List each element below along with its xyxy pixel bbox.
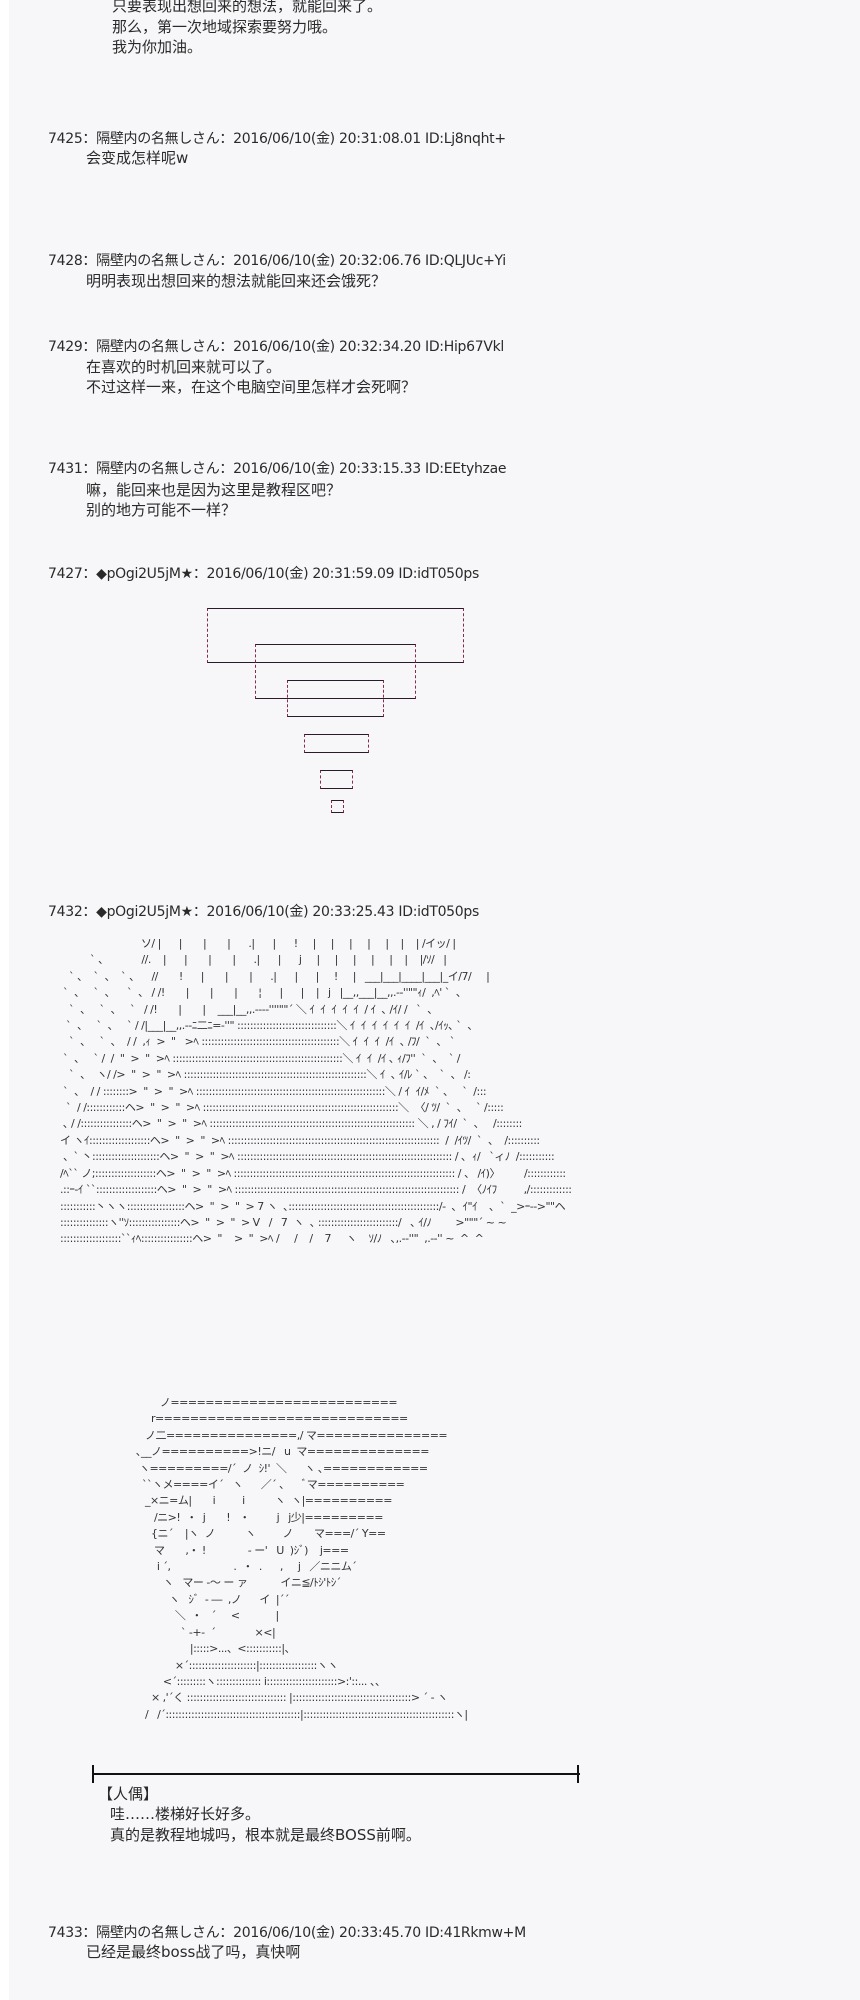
post-header: 7433：隔壁内の名無しさん：2016/06/10(金) 20:33:45.70… (48, 1925, 526, 1941)
ascii-art-line: ` 、 ` 、 ` 、 // ! | | | .| | | ! | ___|__… (60, 969, 490, 983)
ascii-art-line: i ´, . ・ . , j ／ニニム´ (100, 1560, 357, 1574)
ascii-art-line: :::::::::::::::::::``ｨﾍ::::::::::::::::ヘ… (60, 1232, 484, 1246)
stair-box (287, 680, 384, 717)
ascii-art-line: ヽ ｼﾞ - ― ,ノ イ |´´ (100, 1592, 290, 1606)
ascii-art-line: |:::::>...、<:::::::::::|、 (100, 1642, 296, 1656)
post-body-line: 不过这样一来，在这个电脑空间里怎样才会死啊？ (86, 378, 417, 396)
ascii-art-line: / /´::::::::::::::::::::::::::::::::::::… (100, 1707, 468, 1721)
divider-tick (577, 1765, 579, 1783)
speaker-label: 【人偶】 (98, 1785, 159, 1803)
post-body-line: 在喜欢的时机回来就可以了。 (86, 358, 282, 376)
ascii-art-line: ` 、 //. | | | | .| | j | | | | | | |/ｿ/ … (60, 953, 447, 967)
ascii-art-line: :::::::::::丶ヽヽ::::::::::::::::::ヘ> " > "… (60, 1199, 566, 1213)
ascii-art-line: ノ========================== (100, 1396, 398, 1409)
caption-line: 真的是教程地城吗，根本就是最终BOSS前啊。 (110, 1826, 421, 1844)
ascii-art-line: イ ヽｲ:::::::::::::::::::ヘ> " > " >ﾍ :::::… (60, 1133, 540, 1147)
ascii-art-line: ヽ=========/´ ノ ｼ!' ＼ ヽ ､============ (100, 1461, 428, 1475)
ascii-art-line: ` 、 ` 、 ` 、 / /! | | | ¦ | | | j |__,,__… (60, 986, 467, 1000)
ascii-art-line: <´:::::::::ヽ:::::::::::::: i::::::::::::… (100, 1674, 386, 1688)
ascii-art-line: ` 、 ` 、 / / ,ｨ > " >ﾍ ::::::::::::::::::… (60, 1035, 455, 1049)
ascii-art-stairs-scene: ソ/ | | | | .| | ! | | | | | | | /イッ/ | `… (60, 936, 572, 1248)
divider-tick (92, 1765, 94, 1783)
ascii-art-line: ``ヽメ====イ´ ヽ ／´ ､ ﾞマ========== (100, 1478, 405, 1492)
post-header: 7428：隔壁内の名無しさん：2016/06/10(金) 20:32:06.76… (48, 253, 506, 269)
ascii-art-line: × ,'´く ::::::::::::::::::::::::::::::: |… (100, 1691, 448, 1705)
stair-box (304, 734, 369, 753)
post-body-line: 已经是最终boss战了吗，真快啊 (86, 1943, 301, 1961)
stair-box (207, 608, 464, 663)
ascii-art-doll: ノ========================== r===========… (100, 1395, 468, 1723)
ascii-art-line: 、` 丶:::::::::::::::::::::ヘ> " > " >ﾍ :::… (60, 1150, 555, 1164)
stair-box (331, 800, 344, 813)
post-body-line: 那么，第一次地域探索要努力哦。 (112, 18, 338, 36)
ascii-art-line: ` 、 ` / / " > " >ﾍ :::::::::::::::::::::… (60, 1051, 460, 1065)
ascii-art-line: マ ,・ ! ‐ ー' U )ｼﾞ) j=== (100, 1543, 349, 1557)
ascii-art-line: /ﾍ`` ノ;:::::::::::::::::::ヘ> " > " >ﾍ ::… (60, 1166, 566, 1180)
ascii-art-line: ､__ノ==========>!ニ/ u マ============== (100, 1445, 429, 1459)
ascii-art-line: :::::::::::::::ヽ''ｿ::::::::::::::::ヘ> " … (60, 1215, 507, 1229)
ascii-art-line: _×ニ=ム| i i ヽ ヽ|========== (100, 1494, 393, 1508)
ascii-art-line: /ニ>! ・ j ! ・ j j少|========= (100, 1510, 383, 1524)
ascii-art-line: ､ / /::::::::::::::::ヘ> " > " >ﾍ :::::::… (60, 1117, 522, 1131)
stair-box (255, 644, 416, 699)
ascii-art-line: ×´:::::::::::::::::::::|::::::::::::::::… (100, 1658, 338, 1672)
ascii-art-line: r============================= (100, 1412, 408, 1426)
caption-line: 哇……楼梯好长好多。 (110, 1805, 261, 1823)
ascii-art-line: ` 、 / / ::::::::> " > " >ﾍ :::::::::::::… (60, 1084, 487, 1098)
post-header: 7427：◆pOgi2U5jM★：2016/06/10(金) 20:31:59.… (48, 566, 479, 582)
thread-page (9, 0, 860, 2000)
post-header: 7431：隔壁内の名無しさん：2016/06/10(金) 20:33:15.33… (48, 461, 507, 477)
ascii-art-line: ` ‐+- ´ ×<| (100, 1625, 276, 1639)
post-body-line: 别的地方可能不一样？ (86, 501, 237, 519)
post-body-line: 我为你加油。 (112, 38, 203, 56)
ascii-art-line: ヽ マー ‐～ ー ァ イニ≦/ﾄｼ'ﾄｼ´ (100, 1576, 341, 1590)
ascii-art-line: .::ｰ‐ｲ ``:::::::::::::::::::ヘ> " > " >ﾍ … (60, 1183, 572, 1197)
ascii-art-line: ` 、 ` 、 ` / /|___|__,,.-‐ﾆ二ﾆ=‐''" ::::::… (60, 1019, 478, 1033)
post-header: 7429：隔壁内の名無しさん：2016/06/10(金) 20:32:34.20… (48, 339, 505, 355)
stair-box (320, 770, 353, 789)
ascii-art-line: ` 、 ヽ/ /> " > " >ﾍ :::::::::::::::::::::… (60, 1068, 471, 1082)
ascii-art-line: ノ二===============,/ マ=============== (100, 1428, 448, 1442)
ascii-art-line: {ニ´ |ヽ ノ ヽ ノ マ===/´ Y== (100, 1527, 386, 1541)
post-header: 7432：◆pOgi2U5jM★：2016/06/10(金) 20:33:25.… (48, 904, 479, 920)
post-body-line: 会变成怎样呢w (86, 149, 189, 167)
ascii-art-line: ` 、 ` 、 ` / /! | | ___|__,,.--‐‐''''""´ … (60, 1002, 438, 1016)
post-body-line: 只要表现出想回来的想法，就能回来了。 (112, 0, 383, 15)
post-body-line: 明明表现出想回来的想法就能回来还会饿死？ (86, 272, 387, 290)
post-header: 7425：隔壁内の名無しさん：2016/06/10(金) 20:31:08.01… (48, 131, 506, 147)
ascii-art-line: ソ/ | | | | .| | ! | | | | | | | /イッ/ | (60, 937, 456, 950)
divider-line (92, 1773, 580, 1775)
ascii-art-line: ＼ ・ ´ < | (100, 1609, 279, 1623)
post-body-line: 嘛，能回来也是因为这里是教程区吧？ (86, 481, 342, 499)
ascii-art-line: ` / /::::::::::::ヘ> " > " >ﾍ :::::::::::… (60, 1101, 504, 1115)
